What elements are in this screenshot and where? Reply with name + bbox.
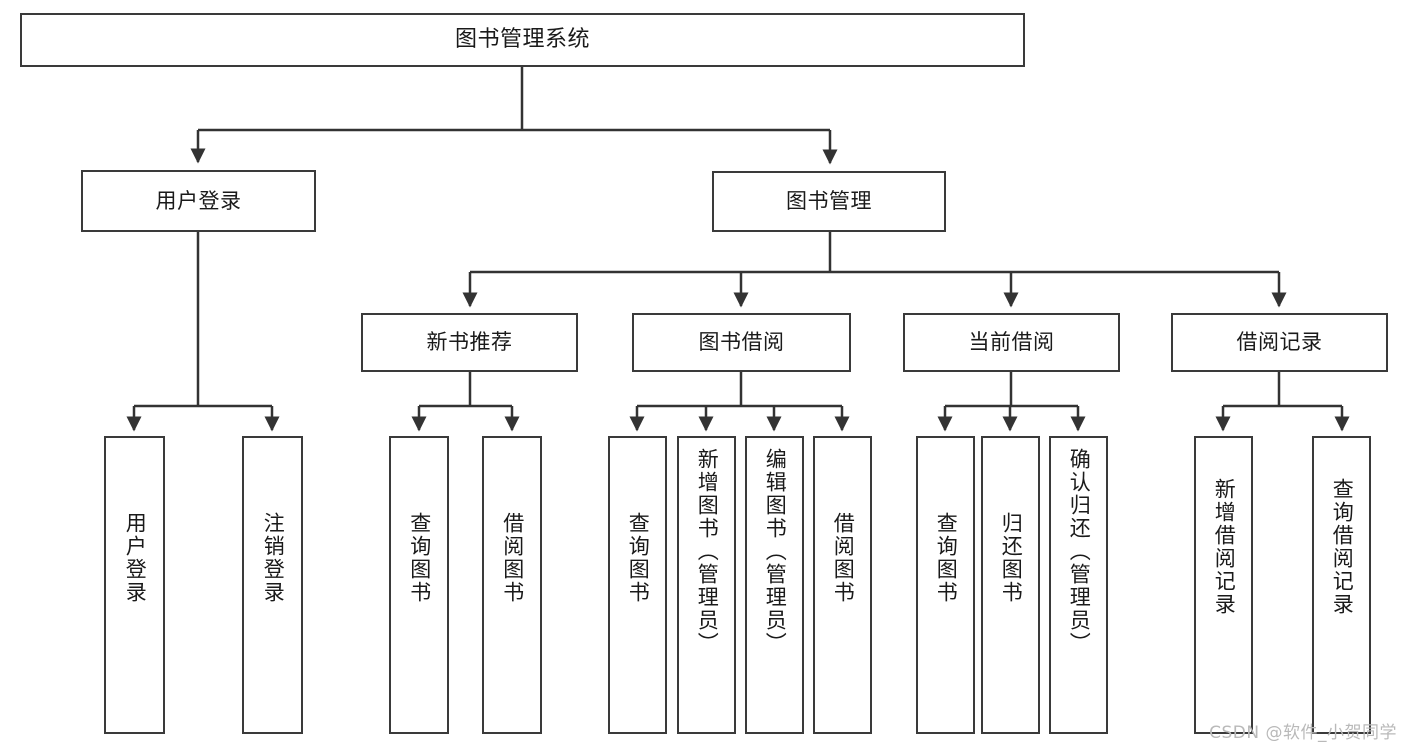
node-label: 查询借阅记录 (1330, 478, 1355, 616)
node-leaf-borrow-book-2[interactable]: 借阅图书 (813, 436, 872, 734)
node-label: 用户登录 (155, 188, 242, 213)
node-label: 新书推荐 (426, 330, 513, 355)
node-leaf-query-record[interactable]: 查询借阅记录 (1312, 436, 1371, 734)
node-label: 新增图书（管理员） (695, 448, 720, 655)
node-leaf-logout[interactable]: 注销登录 (242, 436, 303, 734)
node-label: 查询图书 (626, 512, 651, 604)
node-label: 借阅图书 (500, 512, 525, 604)
node-label: 图书管理系统 (454, 27, 590, 53)
node-leaf-query-book-1[interactable]: 查询图书 (389, 436, 449, 734)
node-new-book-rec[interactable]: 新书推荐 (361, 313, 578, 372)
node-leaf-query-book-2[interactable]: 查询图书 (608, 436, 667, 734)
node-leaf-borrow-book-1[interactable]: 借阅图书 (482, 436, 542, 734)
node-book-manage[interactable]: 图书管理 (712, 171, 946, 232)
node-label: 当前借阅 (968, 330, 1055, 355)
node-label: 图书管理 (786, 189, 872, 214)
node-leaf-confirm-return[interactable]: 确认归还（管理员） (1049, 436, 1108, 734)
node-label: 确认归还（管理员） (1067, 448, 1092, 655)
node-user-login[interactable]: 用户登录 (81, 170, 316, 232)
node-label: 图书借阅 (698, 330, 785, 355)
csdn-watermark: CSDN @软件_小贺同学 (1209, 723, 1397, 743)
node-leaf-return-book[interactable]: 归还图书 (981, 436, 1040, 734)
node-current-borrow[interactable]: 当前借阅 (903, 313, 1120, 372)
node-label: 借阅图书 (831, 512, 856, 604)
node-label: 用户登录 (123, 512, 148, 604)
node-label: 注销登录 (261, 512, 286, 604)
node-label: 归还图书 (999, 512, 1024, 604)
node-leaf-add-record[interactable]: 新增借阅记录 (1194, 436, 1253, 734)
node-leaf-query-book-3[interactable]: 查询图书 (916, 436, 975, 734)
node-book-borrow[interactable]: 图书借阅 (632, 313, 851, 372)
node-root-system[interactable]: 图书管理系统 (20, 13, 1025, 67)
node-label: 新增借阅记录 (1212, 478, 1237, 616)
node-leaf-user-login[interactable]: 用户登录 (104, 436, 165, 734)
node-label: 查询图书 (934, 512, 959, 604)
node-label: 查询图书 (407, 512, 432, 604)
node-leaf-add-book[interactable]: 新增图书（管理员） (677, 436, 736, 734)
node-leaf-edit-book[interactable]: 编辑图书（管理员） (745, 436, 804, 734)
node-borrow-record[interactable]: 借阅记录 (1171, 313, 1388, 372)
node-label: 编辑图书（管理员） (763, 448, 788, 655)
node-label: 借阅记录 (1236, 330, 1323, 355)
